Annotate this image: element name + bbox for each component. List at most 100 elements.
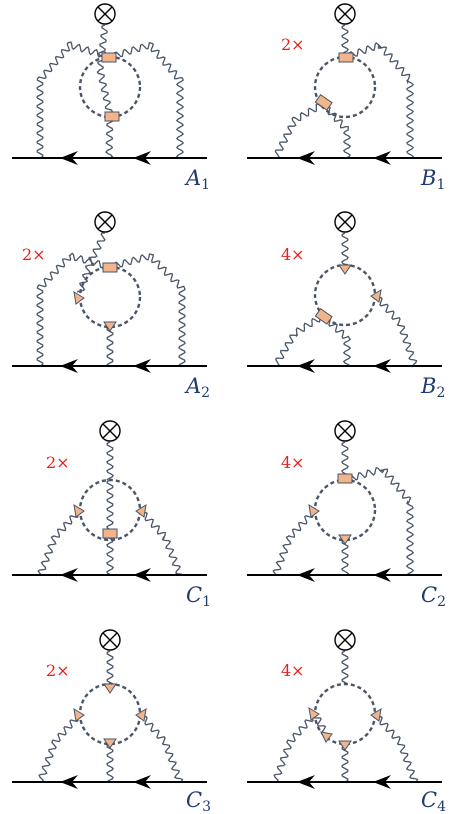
panel-a2: 2× A2: [12, 211, 210, 401]
triangle-vertex-icon: [135, 708, 147, 722]
diagram-label-c3: C3: [186, 788, 211, 814]
square-vertex-icon: [104, 111, 120, 122]
multiplier-b2: 4×: [281, 245, 305, 264]
photon-line: [274, 103, 325, 159]
external-source-a2: [94, 211, 116, 233]
photon-line: [138, 713, 184, 782]
triangle-vertex-icon: [370, 289, 382, 303]
triangle-vertex-icon: [73, 708, 85, 722]
square-vertex-icon: [102, 262, 118, 273]
triangle-vertex-icon: [338, 740, 352, 751]
photon-line: [274, 313, 323, 367]
fermion-arrow-icon: [133, 568, 151, 582]
photon-line: [340, 24, 349, 58]
photon-line: [106, 650, 114, 685]
photon-line: [312, 713, 331, 736]
external-source-c3: [99, 629, 121, 651]
fermion-arrow-icon: [133, 775, 151, 789]
diagram-label-b2: B2: [420, 374, 445, 401]
triangle-vertex-icon: [103, 738, 117, 749]
photon-line: [106, 326, 114, 366]
photon-line: [105, 479, 115, 576]
photon-line: [272, 508, 316, 577]
photon-line: [109, 41, 185, 159]
multiplier-c3: 2×: [46, 661, 70, 680]
photon-line: [37, 508, 81, 577]
triangle-vertex-icon: [103, 321, 117, 332]
fermion-arrow-icon: [60, 359, 78, 373]
multiplier-c2: 4×: [281, 453, 305, 472]
photon-line: [273, 712, 316, 784]
triangle-vertex-icon: [103, 683, 117, 694]
triangle-vertex-icon: [308, 707, 320, 721]
fermion-loop-a2: [78, 265, 142, 329]
square-vertex-icon: [314, 94, 333, 111]
multiplier-a2: 2×: [22, 245, 46, 264]
photon-line: [38, 712, 81, 784]
photon-line: [341, 539, 350, 576]
square-vertex-icon: [337, 473, 353, 484]
photon-line: [106, 441, 115, 481]
diagram-label-c1: C1: [186, 583, 211, 610]
panel-b1: 2× B1: [247, 3, 445, 193]
photon-line: [96, 24, 114, 159]
triangle-vertex-icon: [370, 708, 382, 722]
fermion-arrow-icon: [297, 568, 315, 582]
photon-line: [340, 232, 349, 266]
fermion-arrow-icon: [297, 359, 315, 373]
photon-line: [344, 466, 415, 576]
fermion-arrow-icon: [297, 151, 315, 165]
fermion-arrow-icon: [373, 359, 391, 373]
diagram-label-c4: C4: [421, 788, 446, 814]
square-vertex-icon: [101, 52, 117, 63]
fermion-loop-a1: [78, 55, 142, 119]
multiplier-c1: 2×: [46, 453, 70, 472]
fermion-arrow-icon: [60, 151, 78, 165]
photon-line: [321, 315, 352, 367]
diagram-label-a1: A1: [184, 166, 210, 193]
diagram-label-a2: A2: [184, 374, 210, 401]
external-source-c4: [334, 629, 356, 651]
external-source-b2: [334, 211, 356, 233]
diagram-label-c2: C2: [421, 583, 446, 610]
photon-line: [373, 713, 419, 782]
photon-line: [76, 232, 106, 293]
photon-line: [321, 103, 352, 159]
triangle-vertex-icon: [338, 534, 352, 545]
fermion-arrow-icon: [133, 359, 151, 373]
triangle-vertex-icon: [135, 504, 147, 518]
photon-line: [341, 745, 349, 783]
multiplier-c4: 4×: [281, 661, 305, 680]
triangle-vertex-icon: [308, 504, 320, 518]
square-vertex-icon: [102, 528, 118, 539]
fermion-arrow-icon: [60, 568, 78, 582]
external-source-c1: [99, 420, 121, 442]
external-source-c2: [334, 420, 356, 442]
diagram-label-b1: B1: [420, 166, 445, 193]
triangle-vertex-icon: [73, 291, 85, 305]
photon-line: [341, 650, 349, 685]
triangle-vertex-icon: [320, 731, 333, 743]
triangle-vertex-icon: [73, 504, 85, 518]
photon-line: [344, 42, 415, 159]
external-source-b1: [334, 3, 356, 25]
fermion-arrow-icon: [373, 568, 391, 582]
photon-line: [109, 253, 186, 367]
photon-line: [138, 509, 183, 575]
square-vertex-icon: [338, 52, 354, 63]
external-source-a1: [94, 3, 116, 25]
panel-b2: 4× B2: [247, 211, 445, 401]
fermion-arrow-icon: [373, 151, 391, 165]
photon-line: [36, 41, 110, 159]
photon-line: [373, 294, 418, 368]
panel-a1: A1: [12, 3, 210, 193]
panel-c4: 4× C4: [247, 629, 446, 814]
fermion-arrow-icon: [60, 775, 78, 789]
fermion-arrow-icon: [373, 775, 391, 789]
photon-line: [36, 252, 110, 367]
multiplier-b1: 2×: [281, 35, 305, 54]
fermion-arrow-icon: [297, 775, 315, 789]
square-vertex-icon: [314, 308, 333, 325]
panel-c3: 2× C3: [12, 629, 211, 814]
